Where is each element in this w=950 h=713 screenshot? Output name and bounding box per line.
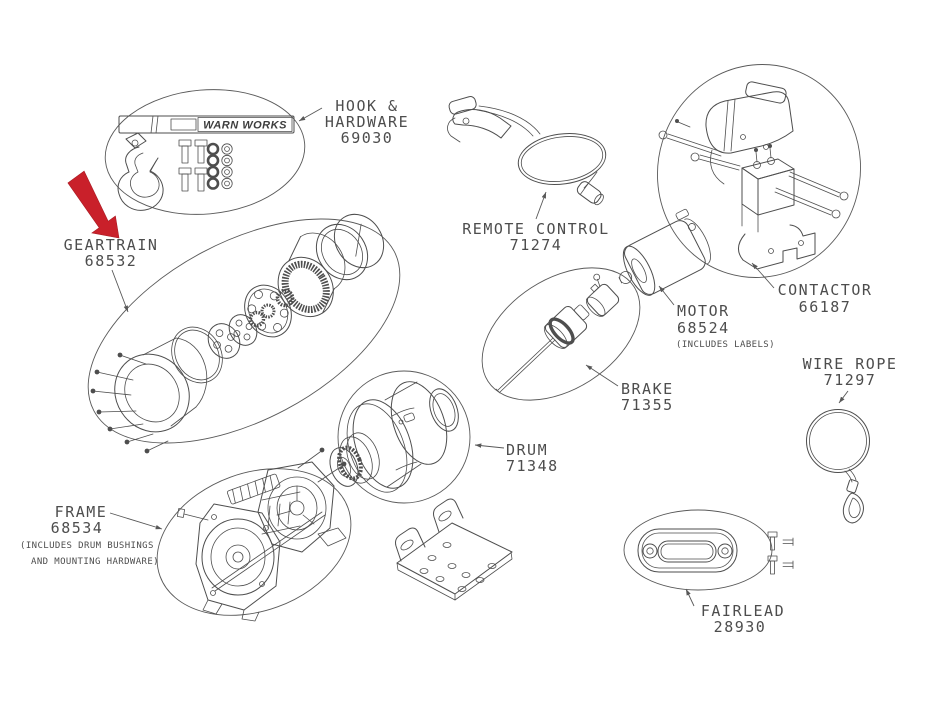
fairlead-name: FAIRLEAD <box>701 602 785 620</box>
drum-number: 71348 <box>506 457 559 475</box>
contactor-number: 66187 <box>799 298 852 316</box>
drum-name: DRUM <box>506 441 548 459</box>
clevis-hook <box>117 132 164 211</box>
highlight-arrow <box>67 170 120 239</box>
frame-name: FRAME <box>55 503 108 521</box>
motor-label: MOTOR 68524 (INCLUDES LABELS) <box>676 302 775 350</box>
mounting-plate-drawing <box>395 498 513 601</box>
drum-leader <box>474 443 505 449</box>
fairlead-drawing <box>623 509 794 591</box>
remote-control-name: REMOTE CONTROL <box>462 220 609 238</box>
motor-leader <box>658 285 675 306</box>
brake-number: 71355 <box>621 396 674 414</box>
frame-note-2: AND MOUNTING HARDWARE) <box>31 557 159 567</box>
geartrain-leader <box>111 269 129 313</box>
contactor-drawing <box>657 64 861 278</box>
geartrain-number: 68532 <box>85 252 138 270</box>
hardware-bolts <box>178 139 208 192</box>
fairlead-label: FAIRLEAD 28930 <box>701 602 785 636</box>
mounting-plate-holes <box>419 542 497 592</box>
fairlead-bolts <box>767 531 794 575</box>
remote-control-label: REMOTE CONTROL 71274 <box>462 220 609 254</box>
contactor-label: CONTACTOR 66187 <box>778 281 873 316</box>
brake-name: BRAKE <box>621 380 674 398</box>
wire-rope-number: 71297 <box>824 371 877 389</box>
remote-control-leader <box>535 191 547 220</box>
drum-drawing <box>329 370 471 504</box>
motor-note: (INCLUDES LABELS) <box>676 340 775 350</box>
geartrain-bolts <box>90 352 169 454</box>
geartrain-name: GEARTRAIN <box>64 236 159 254</box>
motor-number: 68524 <box>677 319 730 337</box>
geartrain-label: GEARTRAIN 68532 <box>64 236 159 270</box>
motor-drawing <box>618 208 711 296</box>
motor-name: MOTOR <box>677 302 730 320</box>
frame-drawing <box>156 447 352 622</box>
remote-control-number: 71274 <box>510 236 563 254</box>
hook-hardware-name-2: HARDWARE <box>325 113 409 131</box>
fairlead-leader <box>685 588 695 607</box>
frame-note-1: (INCLUDES DRUM BUSHINGS <box>20 541 154 551</box>
brake-label: BRAKE 71355 <box>621 380 674 414</box>
warn-works-logo: WARN WORKS <box>203 120 287 132</box>
hook-hardware-number: 69030 <box>341 129 394 147</box>
frame-number: 68534 <box>51 519 104 537</box>
geartrain-drawing <box>87 213 401 454</box>
hook-hardware-leader <box>298 107 323 122</box>
frame-leader <box>109 512 163 530</box>
wire-rope-label: WIRE ROPE 71297 <box>803 355 898 389</box>
contactor-leader <box>751 262 775 289</box>
frame-label: FRAME 68534 (INCLUDES DRUM BUSHINGS AND … <box>20 503 159 567</box>
fairlead-number: 28930 <box>714 618 767 636</box>
hardware-washers <box>206 142 233 190</box>
wire-rope-drawing <box>806 409 870 524</box>
contactor-name: CONTACTOR <box>778 281 873 299</box>
brake-drawing <box>481 267 641 401</box>
drum-label: DRUM 71348 <box>506 441 559 475</box>
hook-hardware-label: HOOK & HARDWARE 69030 <box>325 97 409 147</box>
hook-hardware-drawing: WARN WORKS <box>104 89 306 215</box>
remote-control-drawing <box>447 96 607 206</box>
contactor-cables <box>658 119 849 219</box>
wire-rope-leader <box>838 390 849 404</box>
brake-leader <box>585 364 619 387</box>
wire-rope-name: WIRE ROPE <box>803 355 898 373</box>
hook-hardware-name-1: HOOK & <box>335 97 398 115</box>
